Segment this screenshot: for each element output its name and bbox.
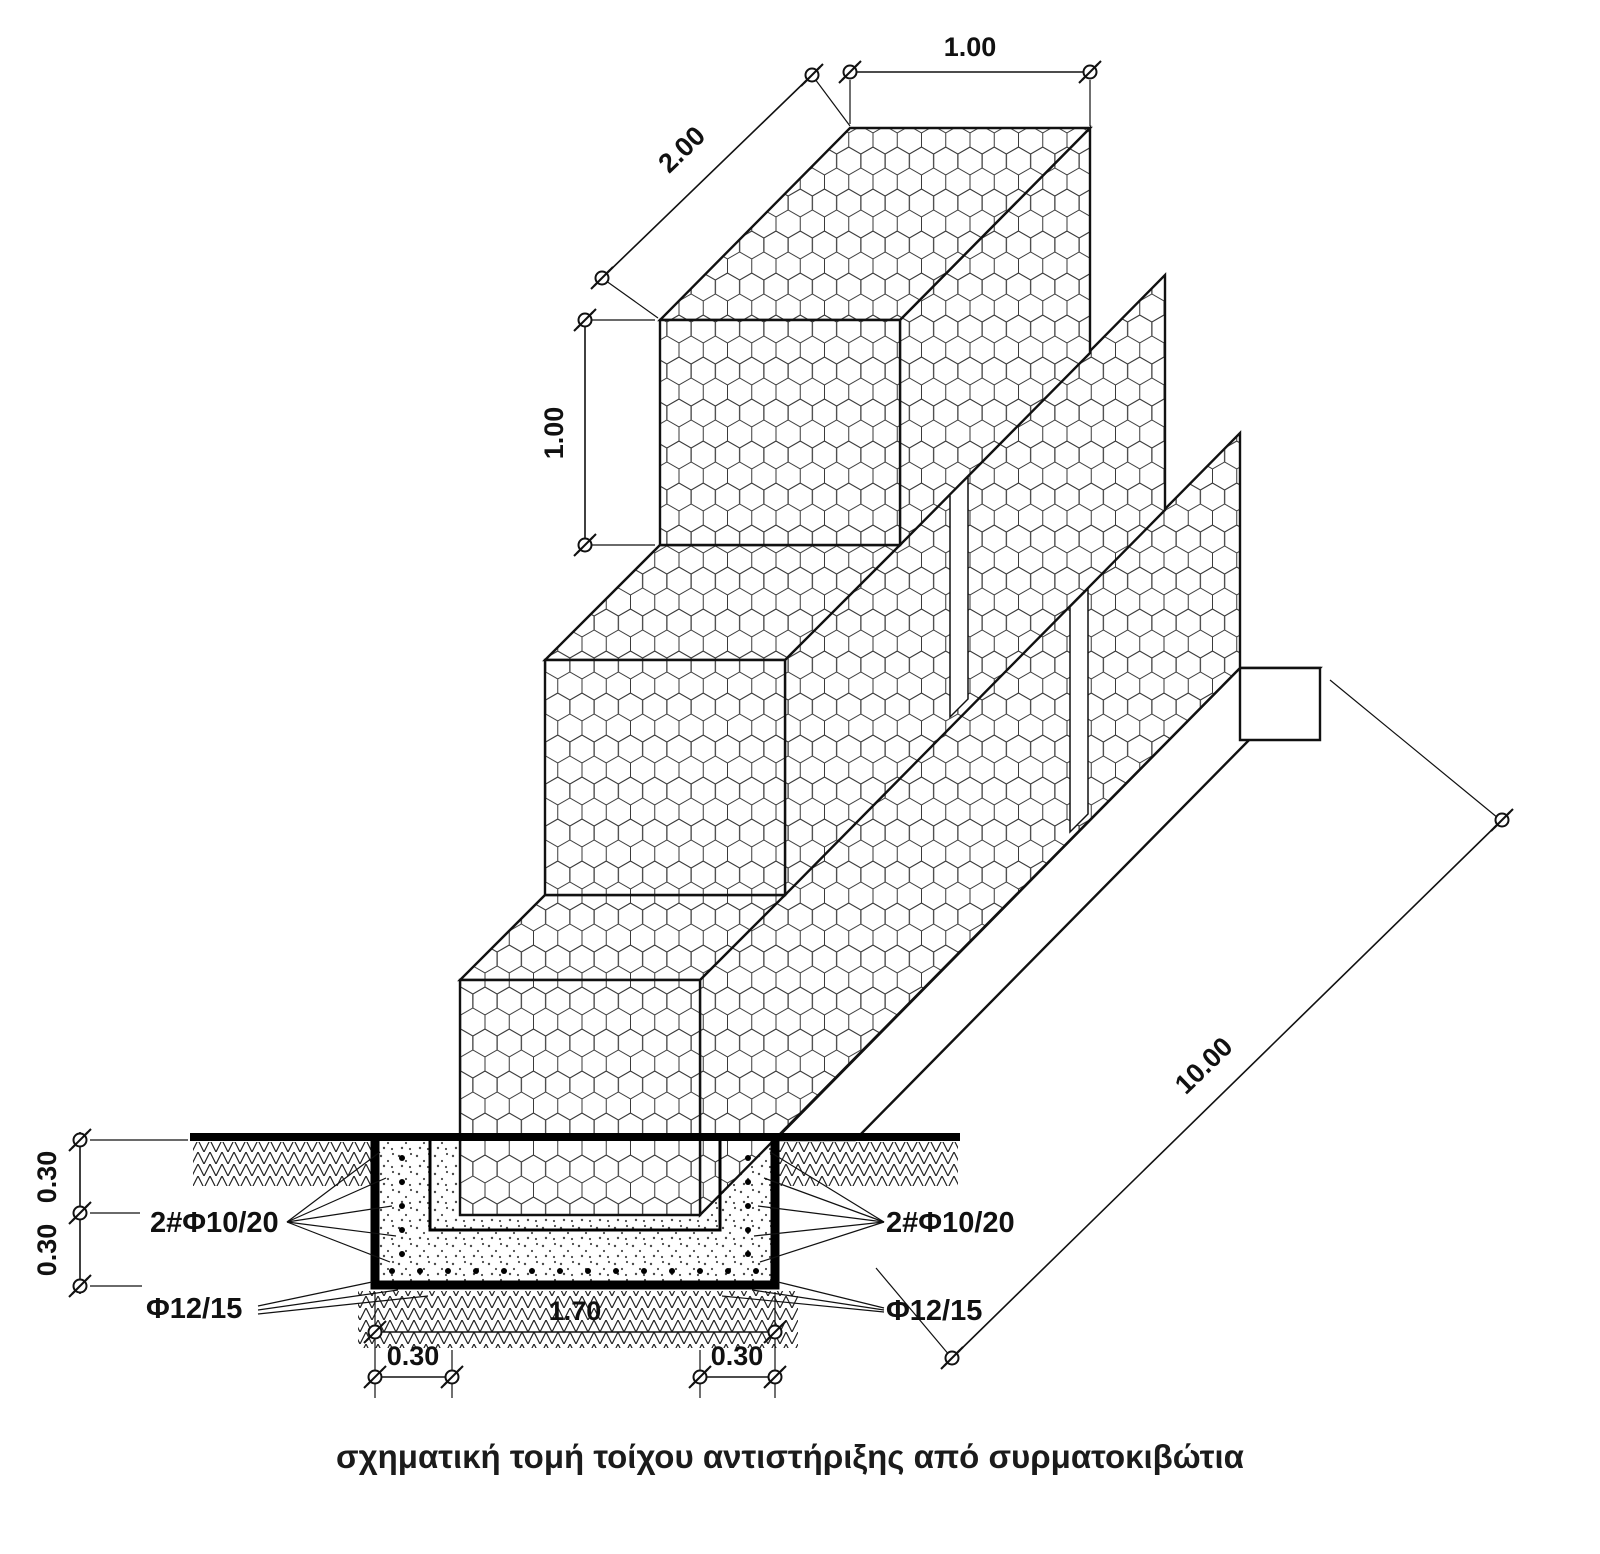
dim-footing-width-label: 1.70 [549, 1296, 602, 1326]
dim-footing: 1.70 0.30 0.30 [363, 1292, 787, 1398]
ground-hatch-right [775, 1142, 958, 1186]
dim-top-width: 1.00 [838, 32, 1102, 126]
dim-box-height: 1.00 [539, 308, 655, 557]
leader-lines-left-stirrups [286, 1151, 397, 1263]
gabion-front-face-course2 [543, 658, 787, 897]
rebar-bars [389, 1155, 759, 1274]
rebar-annotations: 2#Φ10/20 2#Φ10/20 Φ12/15 Φ12/15 [146, 1151, 1015, 1327]
footing-outer-outline [370, 1140, 780, 1290]
dimension-annotations: 1.00 2.00 1.00 10.00 [32, 32, 1514, 1398]
gabion-wall [457, 125, 1323, 1218]
footing-slab-end-face [1238, 666, 1322, 742]
footing-concrete-fill [375, 1140, 775, 1285]
dim-footing-toe-left-label: 0.30 [387, 1341, 440, 1371]
dim-footing-toe-right-label: 0.30 [711, 1341, 764, 1371]
dim-depth-2-label: 0.30 [32, 1224, 62, 1277]
leader-lines-right-stirrups [753, 1151, 885, 1263]
gabion-box-joint [949, 475, 969, 719]
gabion-front-face-course1 [458, 978, 702, 1217]
ground-hatch-below [358, 1291, 798, 1348]
ground-hatch-left [193, 1142, 375, 1186]
dim-box-height-label: 1.00 [539, 407, 569, 460]
gabion-box-joint [1069, 587, 1089, 834]
rebar-label-top-right: 2#Φ10/20 [886, 1207, 1015, 1239]
dim-top-width-label: 1.00 [944, 32, 997, 62]
rebar-label-top-left: 2#Φ10/20 [150, 1207, 279, 1239]
dim-wall-length-label: 10.00 [1169, 1031, 1238, 1100]
gabion-front-face-course3 [658, 318, 902, 547]
drawing-caption: σχηματική τομή τοίχου αντιστήριξης από σ… [336, 1438, 1244, 1475]
leader-lines-right-mesh [721, 1281, 885, 1313]
footing-inner-outline [428, 1140, 722, 1232]
rebar-label-bottom-right: Φ12/15 [886, 1295, 982, 1327]
dim-step-length-label: 2.00 [652, 120, 711, 178]
dim-depth-chain: 0.30 0.30 [32, 1128, 188, 1298]
dim-depth-1-label: 0.30 [32, 1151, 62, 1204]
rebar-label-bottom-left: Φ12/15 [146, 1293, 242, 1325]
